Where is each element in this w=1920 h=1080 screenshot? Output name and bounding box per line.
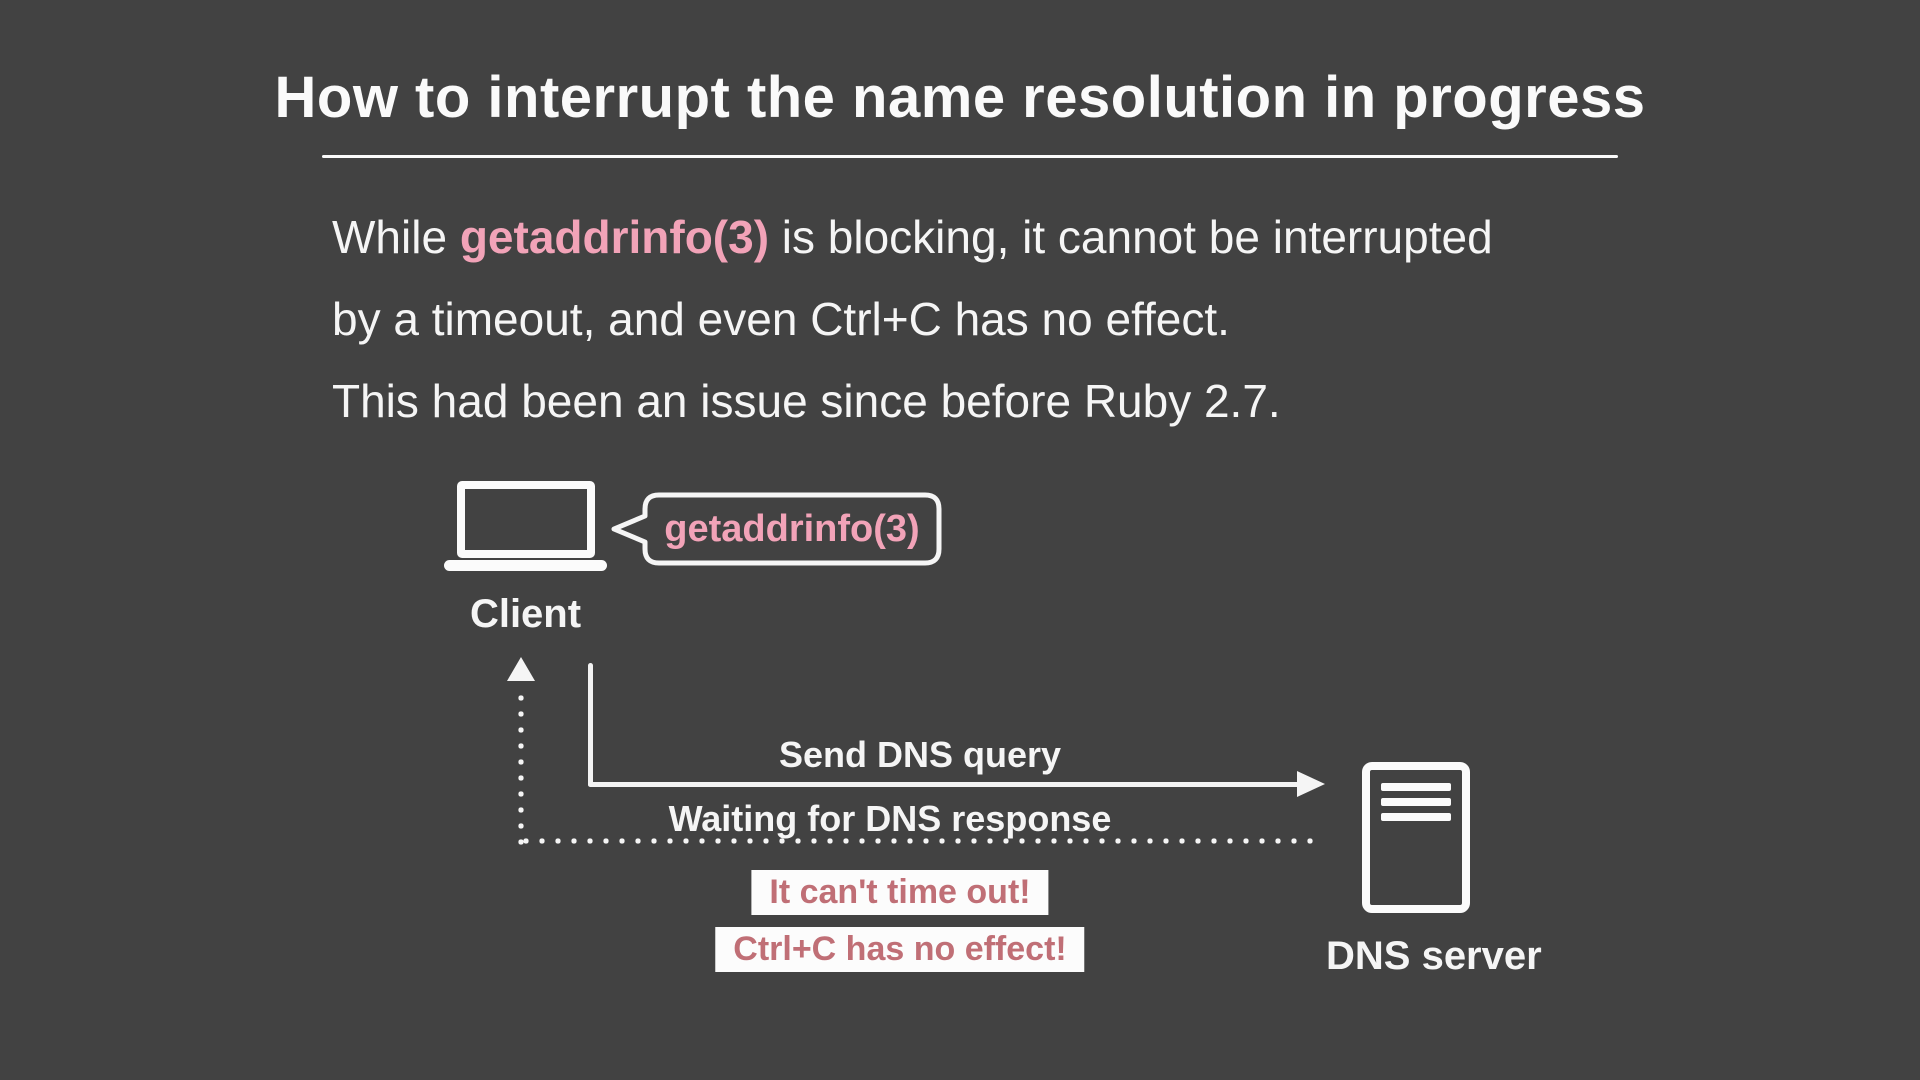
server-slot-line xyxy=(1381,783,1451,791)
send-query-arrow-line xyxy=(588,782,1300,787)
server-slot-line xyxy=(1381,798,1451,806)
callout-ctrlc: Ctrl+C has no effect! xyxy=(715,927,1085,972)
up-arrow-icon xyxy=(507,657,535,681)
title-divider xyxy=(322,155,1618,158)
send-query-label: Send DNS query xyxy=(778,734,1062,775)
right-arrow-icon xyxy=(1297,771,1325,797)
waiting-label: Waiting for DNS response xyxy=(668,798,1112,839)
vertical-solid-line xyxy=(588,663,593,787)
keyword-getaddrinfo: getaddrinfo(3) xyxy=(459,211,770,263)
server-icon xyxy=(1362,762,1470,913)
laptop-screen xyxy=(456,481,595,558)
body-paragraph: While getaddrinfo(3) is blocking, it can… xyxy=(332,196,1662,442)
dns-server-label: DNS server xyxy=(1326,934,1542,978)
client-label: Client xyxy=(469,592,582,636)
speech-bubble: getaddrinfo(3) xyxy=(607,489,947,569)
line1-suffix: is blocking, it cannot be interrupted xyxy=(769,211,1493,263)
speech-bubble-outline xyxy=(611,492,942,566)
page-title: How to interrupt the name resolution in … xyxy=(274,65,1646,130)
paragraph-line-3: This had been an issue since before Ruby… xyxy=(332,375,1281,427)
server-slot-line xyxy=(1381,813,1451,821)
laptop-base xyxy=(444,560,607,571)
line1-prefix: While xyxy=(332,211,460,263)
vertical-dotted-line xyxy=(518,690,524,848)
laptop-icon xyxy=(444,481,607,576)
horizontal-dotted-line xyxy=(518,838,1320,844)
paragraph-line-2: by a timeout, and even Ctrl+C has no eff… xyxy=(332,293,1230,345)
callout-timeout: It can't time out! xyxy=(751,870,1049,915)
paragraph-line-1: While getaddrinfo(3) is blocking, it can… xyxy=(332,196,1662,278)
bubble-text: getaddrinfo(3) xyxy=(664,507,920,550)
